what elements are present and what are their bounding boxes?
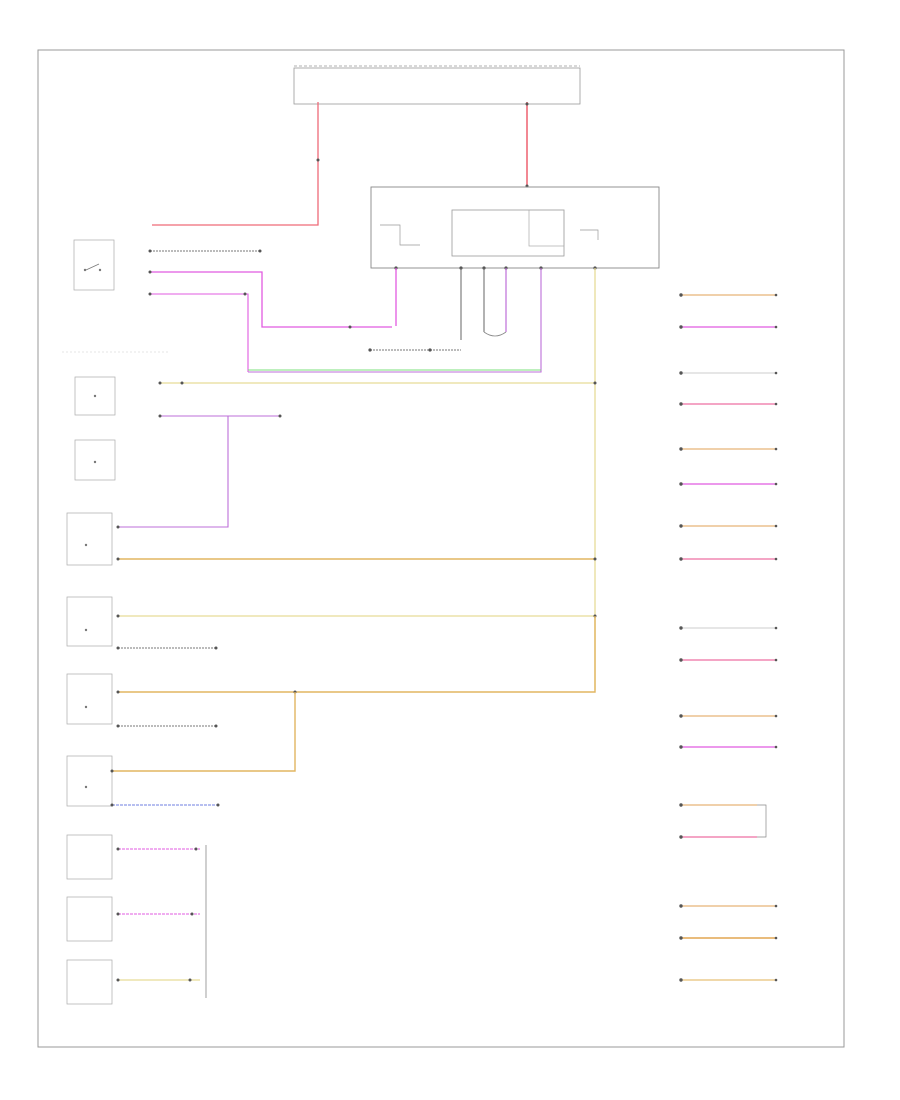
connector-pin <box>148 292 152 296</box>
connector-pin <box>216 803 220 807</box>
connector-pin <box>116 646 120 650</box>
connector-pin <box>190 912 194 916</box>
splice-dot <box>368 348 372 352</box>
right-column-wires <box>681 294 776 981</box>
violet-wire-1-drop <box>118 416 229 528</box>
switch-block <box>73 239 115 291</box>
connector-pin <box>214 724 218 728</box>
central-internal-link <box>380 224 420 246</box>
splice-dot <box>593 557 597 561</box>
connector-pin <box>110 769 114 773</box>
violet-wire-down <box>248 268 542 373</box>
connector-pin <box>278 414 282 418</box>
connector-pin <box>180 381 184 385</box>
connector-pin <box>148 270 152 274</box>
right-pair-bracket <box>757 804 767 838</box>
orange-wire-2 <box>118 616 596 693</box>
orange-wire-3 <box>112 692 296 772</box>
connector-pin <box>116 690 120 694</box>
splice-dot <box>428 348 432 352</box>
connector-pin <box>116 525 120 529</box>
connector-pin <box>194 847 198 851</box>
connector-pin <box>116 847 120 851</box>
connector-pin <box>116 557 120 561</box>
magenta-wire-2 <box>150 293 249 372</box>
central-module-box <box>370 186 660 269</box>
splice-dot <box>348 325 352 329</box>
switch-contact <box>98 268 102 272</box>
magenta-wire-switch <box>150 271 392 328</box>
connector-pin <box>116 978 120 982</box>
central-relay-box <box>528 209 565 247</box>
upper-junction-box <box>293 67 581 105</box>
central-internal-link <box>580 229 599 240</box>
diagram-frame <box>37 49 845 1048</box>
connector-pin <box>158 414 162 418</box>
connector-pin <box>116 614 120 618</box>
connector-pin <box>116 724 120 728</box>
connector-pin <box>243 292 247 296</box>
connector-pin <box>110 803 114 807</box>
connector-pin <box>258 249 262 253</box>
switch-contact <box>83 268 87 272</box>
splice-dot <box>525 102 529 106</box>
left-component-symbols <box>84 394 97 789</box>
connector-pin <box>116 912 120 916</box>
central-submodule-box <box>451 209 565 257</box>
connector-pin <box>214 646 218 650</box>
splice-dot <box>316 158 320 162</box>
connector-pin <box>188 978 192 982</box>
switch-arm <box>85 263 100 271</box>
red-wire-left <box>152 102 319 226</box>
left-component-stack <box>66 376 116 1005</box>
right-column-pins <box>679 293 778 982</box>
splice-dot <box>593 381 597 385</box>
ground-splice-loop <box>483 331 507 337</box>
connector-pin <box>148 249 152 253</box>
connector-pin <box>158 381 162 385</box>
